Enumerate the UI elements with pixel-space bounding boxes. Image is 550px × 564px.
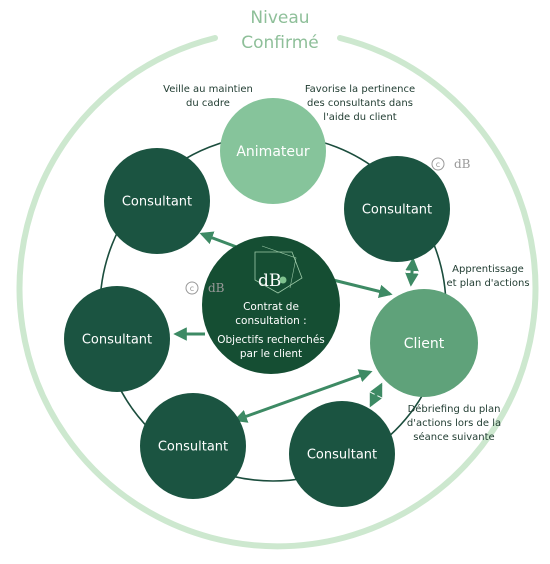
note-debriefing-line1: Débriefing du plan bbox=[408, 403, 501, 415]
arrow-client-consultant-right bbox=[405, 257, 419, 287]
consultant-node-bottom-left: Consultant bbox=[140, 393, 246, 499]
consultant-label: Consultant bbox=[158, 440, 228, 455]
consultant-label: Consultant bbox=[362, 203, 432, 218]
level-title-line2: Confirmé bbox=[241, 33, 318, 53]
level-title-line1: Niveau bbox=[250, 8, 309, 28]
center-line3: Objectifs recherchés bbox=[217, 334, 325, 346]
note-veille-line2: du cadre bbox=[186, 98, 230, 109]
db-logo-icon: dB bbox=[254, 245, 303, 294]
note-favorise-line2: des consultants dans bbox=[307, 98, 413, 109]
note-debriefing-line3: séance suivante bbox=[413, 431, 494, 443]
center-line1: Contrat de bbox=[243, 301, 299, 313]
note-favorise-line3: l'aide du client bbox=[323, 112, 397, 123]
consultant-node-top-left: Consultant bbox=[104, 148, 210, 254]
arrow-center-client bbox=[324, 276, 393, 298]
center-line4: par le client bbox=[240, 348, 302, 360]
outer-ring bbox=[16, 35, 539, 550]
consultant-label: Consultant bbox=[122, 195, 192, 210]
center-node: dB Contrat de consultation : Objectifs r… bbox=[202, 236, 340, 374]
watermark-text: dB bbox=[454, 157, 471, 171]
consultant-node-left: Consultant bbox=[64, 286, 170, 392]
arrow-client-consultant-bottom-right bbox=[369, 382, 383, 408]
note-veille: Veille au maintien du cadre bbox=[163, 84, 253, 109]
arrow-client-consultant-bottom-left bbox=[233, 369, 373, 423]
consultant-label: Consultant bbox=[307, 448, 377, 463]
consultant-node-bottom-right: Consultant bbox=[289, 401, 395, 507]
note-apprentissage-line1: Apprentissage bbox=[452, 264, 524, 275]
animator-label: Animateur bbox=[236, 144, 310, 160]
watermark-icon: c dB bbox=[185, 281, 225, 295]
animator-node: Animateur bbox=[220, 98, 326, 204]
note-apprentissage: Apprentissage et plan d'actions bbox=[446, 264, 529, 289]
note-debriefing-line2: d'actions lors de la bbox=[407, 418, 501, 429]
consultant-label: Consultant bbox=[82, 333, 152, 348]
watermark-icon: c dB bbox=[431, 157, 471, 171]
watermark-text: dB bbox=[208, 281, 225, 295]
logo-text: dB bbox=[258, 271, 281, 291]
note-debriefing: Débriefing du plan d'actions lors de la … bbox=[407, 403, 501, 443]
note-favorise-line1: Favorise la pertinence bbox=[305, 84, 415, 95]
svg-text:c: c bbox=[436, 160, 440, 169]
center-line2: consultation : bbox=[235, 315, 306, 327]
note-veille-line1: Veille au maintien bbox=[163, 84, 253, 95]
client-node: Client bbox=[370, 289, 478, 397]
consultant-node-top-right: Consultant bbox=[344, 156, 450, 262]
note-favorise: Favorise la pertinence des consultants d… bbox=[305, 84, 415, 123]
svg-text:c: c bbox=[190, 284, 194, 293]
client-label: Client bbox=[404, 336, 445, 352]
note-apprentissage-line2: et plan d'actions bbox=[446, 278, 529, 289]
